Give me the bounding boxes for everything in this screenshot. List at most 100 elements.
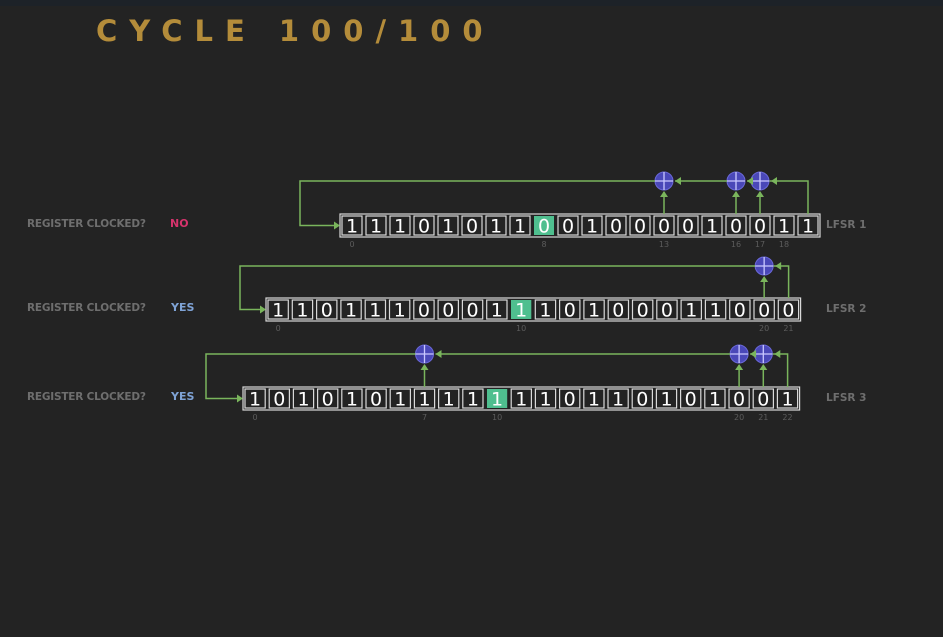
- lfsr1-bit-cell: [605, 215, 627, 236]
- lfsr3-bit-cell: [341, 388, 363, 409]
- lfsr1-arrow: [771, 177, 777, 185]
- lfsr2-bit-cell: [680, 299, 702, 320]
- lfsr2-bit-value: 0: [442, 300, 454, 322]
- lfsr3-index-label: 20: [734, 413, 744, 422]
- lfsr1-index-label: 0: [349, 240, 354, 249]
- lfsr1-tap-arrow: [756, 191, 764, 197]
- lfsr3-bit-value: 1: [418, 389, 430, 411]
- lfsr3-bit-cell: [728, 388, 750, 409]
- lfsr3-bit-cell: [292, 388, 315, 409]
- register-2-status: YES: [171, 301, 195, 314]
- lfsr1-link-arrow: [675, 177, 681, 185]
- lfsr1-bit-value: 0: [754, 216, 766, 238]
- lfsr3-bit-cell: [752, 388, 775, 409]
- lfsr2-bit-value: 1: [491, 300, 503, 322]
- register-1-name: LFSR 1: [826, 219, 867, 231]
- register-2-clocked-label: REGISTER CLOCKED?: [27, 302, 146, 314]
- lfsr3-bit-value: 1: [588, 389, 600, 411]
- lfsr2-bit-value: 0: [321, 300, 333, 322]
- lfsr3-bit-value: 1: [709, 389, 721, 411]
- lfsr2-bit-value: 0: [467, 300, 479, 322]
- lfsr3-bit-cell: [776, 388, 799, 409]
- lfsr3-bit-cell: [487, 389, 508, 408]
- lfsr1-index-label: 13: [659, 240, 669, 249]
- lfsr1-bit-value: 0: [658, 216, 670, 238]
- lfsr3-bit-cell: [244, 388, 266, 409]
- lfsr3-bit-cell: [510, 388, 533, 409]
- lfsr1-bit-cell: [701, 215, 723, 236]
- lfsr1-feedback-wire: [769, 180, 809, 214]
- lfsr1-link-arrow: [747, 177, 753, 185]
- lfsr2-index-label: 10: [516, 324, 526, 333]
- lfsr3-bit-value: 1: [612, 389, 624, 411]
- lfsr3-bit-value: 0: [636, 389, 648, 411]
- lfsr1-bit-value: 0: [682, 216, 694, 238]
- lfsr3-link-arrow: [435, 350, 442, 358]
- lfsr3-index-label: 7: [422, 413, 427, 422]
- lfsr2-bit-cell: [291, 299, 314, 320]
- lfsr3-return-wire: [205, 353, 416, 400]
- lfsr3-bit-cell: [389, 388, 412, 409]
- lfsr3-index-label: 10: [492, 413, 502, 422]
- lfsr1-bit-value: 1: [394, 216, 406, 238]
- register-3-clocked-label: REGISTER CLOCKED?: [27, 391, 146, 403]
- lfsr1-bit-cell: [557, 215, 579, 236]
- register-1-clocked-label: REGISTER CLOCKED?: [27, 218, 146, 230]
- lfsr2-bit-value: 0: [661, 300, 673, 322]
- lfsr2-bit-cell: [437, 299, 460, 320]
- lfsr1-frame: [339, 213, 821, 238]
- lfsr3-bit-value: 0: [733, 389, 745, 411]
- lfsr3-bit-cell: [365, 388, 387, 409]
- lfsr2-bit-value: 1: [515, 300, 527, 322]
- lfsr2-bit-cell: [777, 299, 800, 320]
- lfsr2-return-wire: [239, 265, 756, 311]
- lfsr2-feedback-wire: [773, 265, 790, 298]
- lfsr1-bit-value: 0: [634, 216, 646, 238]
- lfsr2-bit-value: 1: [296, 300, 308, 322]
- lfsr3-bit-value: 1: [515, 389, 527, 411]
- lfsr2-return-arrow: [260, 305, 266, 314]
- lfsr1-bit-cell: [629, 215, 651, 236]
- lfsr2-bit-cell: [486, 299, 508, 320]
- lfsr1-bit-cell: [677, 215, 699, 236]
- lfsr1-bit-cell: [485, 215, 507, 236]
- lfsr2-bit-cell: [656, 299, 678, 320]
- lfsr1-bit-cell: [725, 215, 747, 236]
- lfsr1-bit-cell: [461, 215, 483, 236]
- lfsr3-bit-value: 1: [467, 389, 479, 411]
- lfsr1-bit-cell: [413, 215, 435, 236]
- lfsr1-bit-value: 1: [802, 216, 814, 238]
- lfsr2-bit-cell: [534, 299, 557, 320]
- lfsr3-bit-cell: [558, 388, 581, 409]
- register-1-status: NO: [170, 217, 189, 230]
- register-3-status: YES: [171, 390, 195, 403]
- lfsr2-bit-cell: [340, 299, 362, 320]
- lfsr1-bit-value: 1: [706, 216, 718, 238]
- lfsr1-tap-arrow: [660, 191, 668, 197]
- lfsr1-bit-value: 0: [562, 216, 574, 238]
- lfsr1-index-label: 16: [731, 240, 741, 249]
- lfsr3-index-label: 21: [758, 413, 768, 422]
- lfsr3-bit-value: 0: [564, 389, 576, 411]
- lfsr3-bit-value: 0: [370, 389, 382, 411]
- lfsr3-bit-cell: [438, 388, 460, 409]
- lfsr1-bit-value: 1: [490, 216, 502, 238]
- lfsr3-bit-cell: [631, 388, 654, 409]
- lfsr2-bit-cell: [729, 299, 751, 320]
- lfsr3-bit-value: 0: [273, 389, 285, 411]
- cycle-title: CYCLE 100/100: [96, 14, 495, 48]
- lfsr1-bit-cell: [534, 216, 554, 235]
- lfsr2-bit-value: 0: [637, 300, 649, 322]
- lfsr1-bit-value: 1: [514, 216, 526, 238]
- lfsr3-bit-value: 1: [781, 389, 793, 411]
- lfsr2-bit-value: 1: [710, 300, 722, 322]
- lfsr2-bit-cell: [558, 299, 581, 320]
- lfsr3-index-label: 0: [253, 413, 258, 422]
- lfsr3-index-label: 22: [782, 413, 792, 422]
- lfsr2-index-label: 21: [783, 324, 793, 333]
- lfsr1-bit-value: 0: [466, 216, 478, 238]
- top-bar: [0, 0, 943, 6]
- lfsr3-tap-arrow: [759, 364, 768, 370]
- lfsr1-bit-value: 1: [442, 216, 454, 238]
